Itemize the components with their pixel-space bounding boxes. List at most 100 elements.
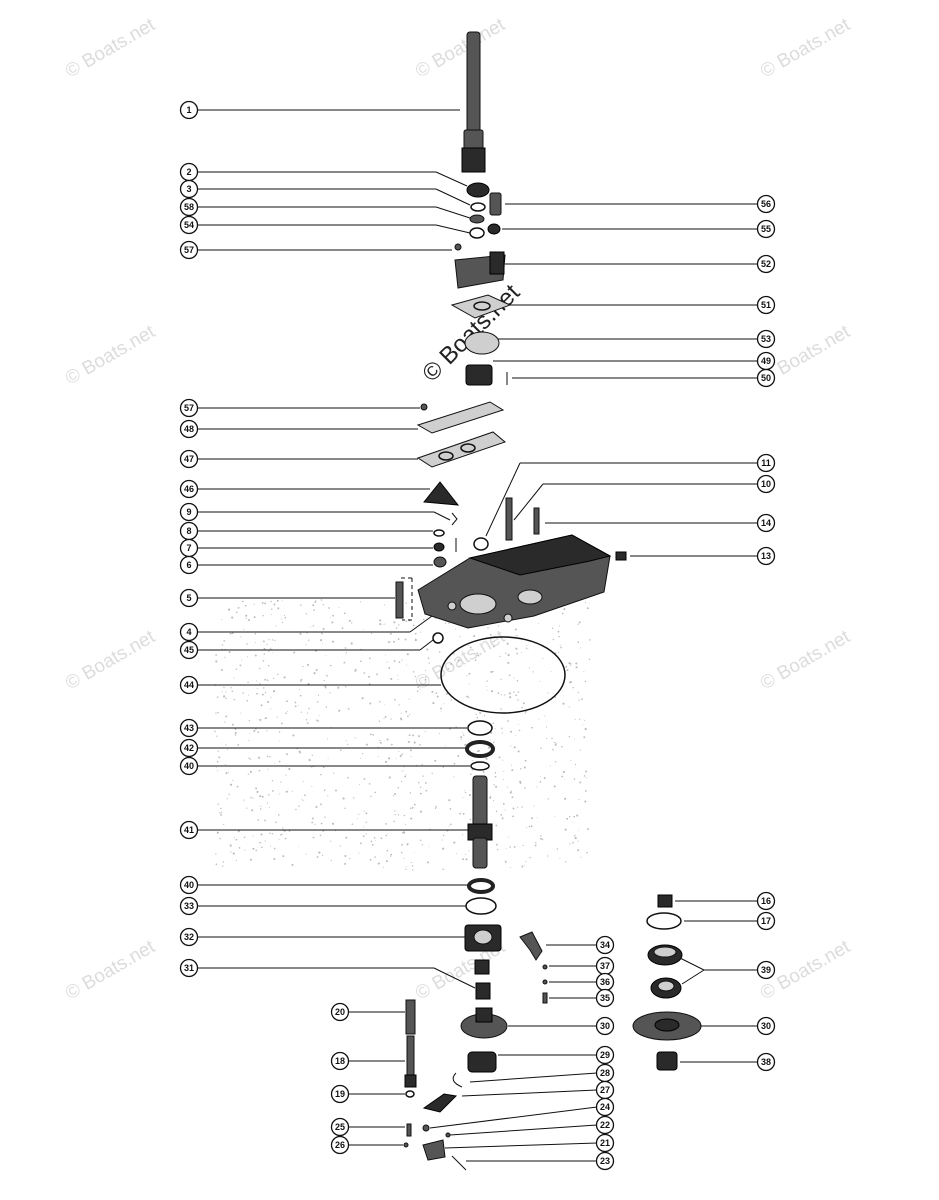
svg-text:16: 16: [761, 896, 771, 906]
speck: [346, 743, 349, 745]
speck: [538, 718, 540, 720]
speck: [583, 775, 586, 777]
speck: [486, 680, 488, 682]
speck: [529, 856, 531, 859]
callout-group: 1 2 3 58 54 57 56 55 52 51 53 49 50 57 4…: [179, 100, 776, 1171]
speck: [564, 797, 567, 800]
speck: [536, 817, 538, 819]
speck: [395, 627, 398, 629]
speck: [462, 732, 464, 734]
speck: [281, 621, 284, 624]
svg-text:41: 41: [184, 825, 194, 835]
speck: [379, 741, 382, 744]
speck: [256, 688, 258, 690]
callout-48: 48: [179, 419, 199, 439]
speck: [255, 728, 257, 730]
speck: [335, 789, 337, 792]
callout-2: 2: [179, 162, 199, 182]
cam: [422, 1139, 446, 1161]
svg-text:9: 9: [186, 507, 191, 517]
speck: [256, 790, 259, 793]
speck: [384, 623, 386, 625]
speck: [256, 680, 258, 682]
speck: [249, 858, 252, 861]
speck: [424, 782, 427, 784]
speck: [280, 781, 282, 783]
callout-54: 54: [179, 215, 199, 235]
speck: [220, 813, 222, 815]
callout-46: 46: [179, 479, 199, 499]
speck: [271, 613, 273, 615]
speck: [259, 795, 262, 798]
svg-text:43: 43: [184, 723, 194, 733]
svg-text:49: 49: [761, 356, 771, 366]
speck: [490, 670, 493, 674]
nut-55: [487, 223, 501, 235]
speck: [491, 690, 494, 693]
speck: [278, 760, 281, 763]
speck: [551, 627, 554, 629]
speck: [300, 604, 302, 606]
speck: [525, 647, 527, 649]
speck: [519, 782, 522, 784]
speck: [237, 606, 240, 609]
speck: [320, 822, 323, 825]
speck: [575, 666, 578, 669]
speck: [515, 734, 517, 736]
speck: [421, 844, 424, 846]
svg-text:10: 10: [761, 479, 771, 489]
speck: [267, 700, 270, 704]
speck: [235, 668, 238, 671]
speck: [417, 686, 420, 689]
speck: [379, 619, 382, 622]
callout-57: 57: [179, 240, 199, 260]
speck: [419, 786, 422, 788]
speck: [431, 690, 434, 693]
speck: [540, 837, 542, 840]
speck: [270, 647, 272, 649]
speck: [300, 680, 302, 683]
svg-text:37: 37: [600, 961, 610, 971]
speck: [311, 821, 314, 824]
washer-40a: [470, 761, 490, 771]
speck: [365, 743, 368, 746]
speck: [307, 639, 310, 641]
speck: [369, 657, 371, 660]
speck: [338, 709, 341, 712]
watermark: © Boats.net: [62, 14, 159, 82]
speck: [370, 840, 373, 843]
clip-28: [452, 1072, 463, 1088]
speck: [272, 790, 274, 792]
speck: [309, 626, 311, 628]
speck: [584, 727, 587, 731]
speck: [329, 692, 331, 694]
speck: [473, 635, 476, 638]
speck: [448, 622, 450, 624]
speck: [496, 848, 499, 851]
speck: [319, 834, 322, 837]
speck: [383, 623, 385, 625]
speck: [383, 604, 385, 606]
speck: [469, 818, 472, 821]
speck: [520, 768, 522, 770]
speck: [462, 734, 465, 736]
speck: [325, 706, 328, 708]
speck: [249, 758, 252, 760]
speck: [580, 856, 582, 858]
speck: [470, 773, 472, 775]
speck: [574, 718, 576, 720]
speck: [246, 699, 249, 702]
speck: [368, 783, 371, 785]
speck: [388, 776, 391, 779]
o-ring-44: [440, 636, 566, 714]
seal-58: [469, 214, 485, 224]
speck: [305, 613, 308, 615]
speck: [485, 757, 488, 760]
speck: [257, 819, 259, 821]
speck: [547, 692, 549, 694]
speck: [492, 741, 495, 744]
speck: [282, 827, 284, 829]
speck: [589, 639, 591, 641]
speck: [515, 647, 518, 650]
